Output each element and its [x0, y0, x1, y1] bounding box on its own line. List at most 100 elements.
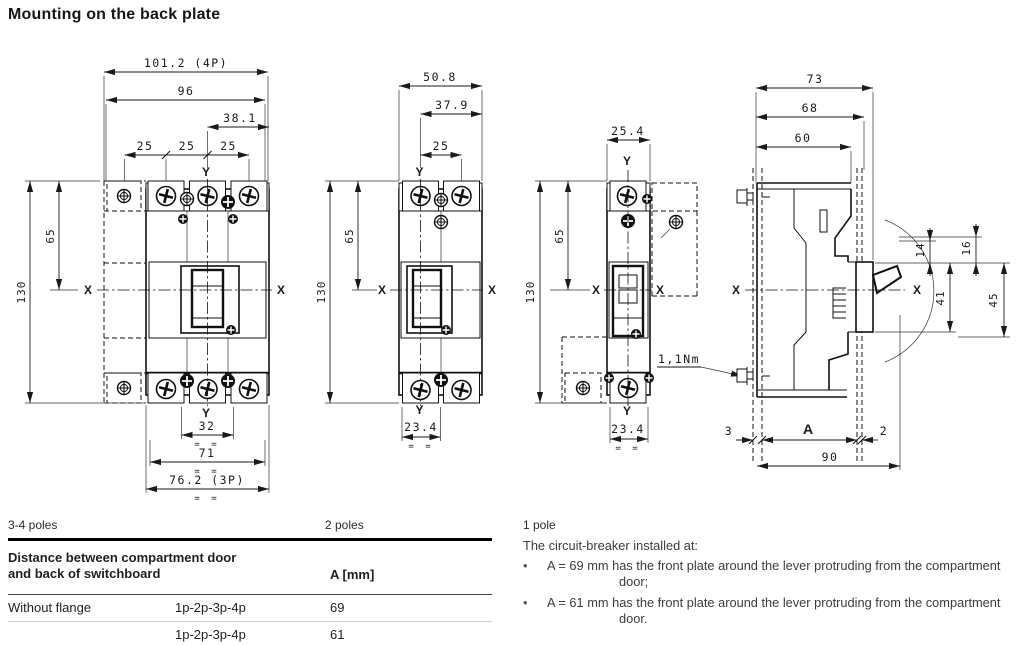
dim-41: 41: [934, 290, 947, 305]
screw-icon: [155, 378, 177, 400]
screw-icon: [643, 372, 655, 384]
screw-icon: [616, 185, 638, 207]
screw-icon: [155, 185, 177, 207]
screw-icon: [225, 324, 237, 336]
label-1-pole: 1 pole: [523, 518, 556, 532]
dim-130: 130: [315, 281, 328, 304]
axis-x-right: X: [913, 283, 921, 297]
axis-y-bottom: Y: [623, 404, 631, 418]
operating-lever: [871, 219, 935, 363]
screw-icon: [116, 380, 132, 396]
dim-a: A: [803, 421, 813, 437]
dim-50-8: 50.8: [423, 70, 457, 84]
screw-icon: [238, 185, 260, 207]
screw-icon: [433, 192, 449, 208]
symmetry-mark: = =: [615, 444, 640, 454]
table-header-row: Distance between compartment door and ba…: [8, 541, 492, 595]
dim-2: 2: [880, 424, 888, 438]
dim-32: 32: [199, 419, 216, 433]
screw-icon: [433, 214, 449, 230]
symmetry-mark: = =: [194, 494, 219, 504]
dim-65: 65: [343, 228, 356, 243]
list-item: • A = 69 mm has the front plate around t…: [523, 558, 1019, 591]
front-plate: [848, 261, 874, 333]
distance-table: Distance between compartment door and ba…: [8, 538, 492, 645]
table-header-distance: Distance between compartment door and ba…: [8, 550, 237, 581]
breaker-side-profile: [756, 182, 852, 398]
dim-23-4: 23.4: [404, 420, 438, 434]
screw-icon: [641, 193, 653, 205]
door-plane-dashed: [752, 168, 863, 462]
screw-icon: [177, 213, 189, 225]
screw-icon: [603, 372, 615, 384]
axis-x-right: X: [488, 283, 496, 297]
dimensions-1p: 25.4 130 65 23.4 = =: [524, 124, 651, 454]
bottom-terminals: [603, 371, 655, 404]
screw-icon: [575, 380, 591, 396]
screw-icon: [450, 185, 473, 207]
bottom-terminals: [399, 371, 482, 404]
page-title: Mounting on the back plate: [8, 6, 221, 23]
axis-x-right: X: [656, 283, 664, 297]
screw-icon: [630, 328, 642, 340]
screw-icon: [179, 373, 195, 389]
table-row: Without flange 1p-2p-3p-4p 69: [8, 595, 492, 622]
dim-60: 60: [795, 131, 812, 145]
dim-37-9: 37.9: [435, 98, 469, 112]
axis-y-top: Y: [202, 165, 210, 179]
screw-icon: [440, 324, 452, 336]
dim-90: 90: [822, 450, 839, 464]
dim-23-4: 23.4: [611, 422, 645, 436]
bullet-icon: •: [523, 557, 528, 573]
mounting-bolt-top: [736, 188, 770, 206]
torque-label: 1,1Nm: [658, 352, 700, 366]
screw-icon: [433, 372, 449, 388]
cell-a-value: 69: [330, 600, 345, 615]
label-3-4-poles: 3-4 poles: [8, 518, 58, 532]
dim-25-2: 25: [179, 139, 196, 153]
dim-68: 68: [802, 101, 819, 115]
dim-65: 65: [44, 228, 57, 243]
dim-130: 130: [15, 281, 28, 304]
notes-intro: The circuit-breaker installed at:: [523, 538, 698, 553]
dimensions-side: 73 68 60 14 41 16 45: [725, 72, 1010, 470]
dimensions-2p: 50.8 37.9 25 130 65 23.4 = =: [315, 70, 483, 452]
axis-y-bottom: Y: [202, 406, 210, 420]
dim-25: 25: [433, 139, 450, 153]
cell-a-value: 61: [330, 627, 345, 642]
cell-mount-type: [8, 637, 175, 645]
cell-mount-type: Without flange: [8, 600, 92, 615]
screw-icon: [227, 213, 239, 225]
screw-icon: [668, 214, 684, 230]
dim-101-2-4p: 101.2 (4P): [144, 56, 228, 70]
dim-14: 14: [914, 242, 927, 257]
axis-y-bottom: Y: [415, 403, 423, 417]
dim-25-4: 25.4: [611, 124, 645, 138]
list-item: • A = 61 mm has the front plate around t…: [523, 595, 1019, 628]
cell-poles: 1p-2p-3p-4p: [175, 600, 246, 615]
mounting-dashed-left: [561, 336, 607, 404]
drawing-2-poles: X X Y Y 50.8 37.9 25 130 65 23.4 = =: [315, 70, 496, 452]
table-header-a-mm: A [mm]: [330, 567, 375, 582]
screw-icon: [220, 194, 236, 210]
screw-icon: [116, 188, 132, 204]
dim-25-3: 25: [220, 139, 237, 153]
drawing-1-pole: X X Y Y 25.4 130 65 23.4 = = 1,1Nm: [524, 124, 743, 454]
technical-drawing: X X Y Y 101.2 (4P) 96 38.1 25 25 25 130: [15, 56, 1010, 504]
axis-x-left: X: [378, 283, 386, 297]
screw-icon: [450, 379, 473, 401]
toggle-switch: [148, 261, 267, 339]
mounting-bolt-bottom: [736, 367, 770, 385]
dim-130: 130: [524, 281, 537, 304]
torque-callout: 1,1Nm: [657, 352, 743, 377]
dim-45: 45: [987, 292, 1000, 307]
axis-y-top: Y: [623, 154, 631, 168]
cell-poles: 1p-2p-3p-4p: [175, 627, 246, 642]
toggle-switch: [400, 261, 481, 339]
drawing-3-4-poles: X X Y Y 101.2 (4P) 96 38.1 25 25 25 130: [15, 56, 285, 504]
dimensions-3-4p: 101.2 (4P) 96 38.1 25 25 25 130 65 32 = …: [15, 56, 270, 504]
center-lines: [97, 131, 272, 406]
dim-96: 96: [178, 84, 195, 98]
dim-16: 16: [960, 240, 973, 255]
note-a-69: A = 69 mm has the front plate around the…: [547, 557, 1001, 590]
